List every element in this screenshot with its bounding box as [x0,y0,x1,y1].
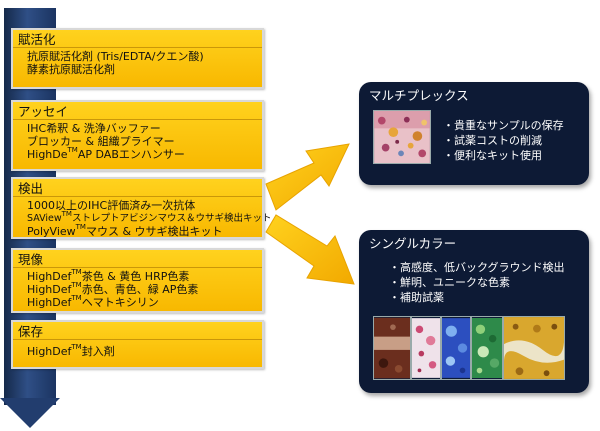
step-item: HighDeTMAP DABエンハンサー [27,146,185,161]
step-title: 検出 [13,179,262,197]
multiplex-bullet: ・貴重なサンプルの保存 [443,119,564,132]
multiplex-bullet: ・試薬コストの削減 [443,134,542,147]
single-color-bullet: ・補助試薬 [389,291,444,304]
step-assay: アッセイ IHC希釈 & 洗浄バッファー ブロッカー & 組織プライマー Hig… [11,100,264,171]
step-development: 現像 HighDefTM茶色 & 黄色 HRP色素 HighDefTM赤色、青色… [11,248,264,313]
arrow-to-single-color [265,214,355,285]
step-item: 抗原賦活化剤 (Tris/EDTA/クエン酸) [27,50,204,63]
arrow-to-multiplex [265,143,350,211]
multiplex-bullet: ・便利なキット使用 [443,149,542,162]
step-storage: 保存 HighDefTM封入剤 [11,320,264,369]
workflow-arrow-head [0,398,60,428]
step-item: SAViewTMストレプトアビジンマウス＆ウサギ検出キット [27,209,272,224]
yellow-stain-image [503,316,565,380]
step-antigen-retrieval: 賦活化 抗原賦活化剤 (Tris/EDTA/クエン酸) 酵素抗原賦活化剤 [11,28,264,89]
step-detection: 検出 1000以上のIHC評価済み一次抗体 SAViewTMストレプトアビジンマ… [11,177,272,239]
step-item: IHC希釈 & 洗浄バッファー [27,122,161,135]
step-item: HighDefTM封入剤 [27,343,115,358]
step-item: 酵素抗原賦活化剤 [27,63,115,76]
red-stain-image [411,316,441,380]
single-color-bullet: ・鮮明、ユニークな色素 [389,276,510,289]
step-item: HighDefTM茶色 & 黄色 HRP色素 [27,268,190,283]
multiplex-panel: マルチプレックス ・貴重なサンプルの保存 ・試薬コストの削減 ・便利なキット使用 [359,82,589,185]
single-color-panel: シングルカラー ・高感度、低バックグラウンド検出 ・鮮明、ユニークな色素 ・補助… [359,230,589,393]
single-color-panel-title: シングルカラー [369,236,457,251]
multiplex-panel-title: マルチプレックス [369,88,469,103]
step-item: PolyViewTMマウス & ウサギ検出キット [27,223,223,238]
step-item: HighDefTMヘマトキシリン [27,294,159,309]
green-stain-image [471,316,503,380]
step-title: アッセイ [13,102,262,120]
step-item: ブロッカー & 組織プライマー [27,135,175,148]
step-title: 保存 [13,322,262,340]
step-title: 現像 [13,250,262,268]
multiplex-stain-image [373,110,431,164]
step-item: 1000以上のIHC評価済み一次抗体 [27,199,196,212]
blue-stain-image [441,316,471,380]
single-color-bullet: ・高感度、低バックグラウンド検出 [389,261,565,274]
step-item: HighDefTM赤色、青色、緑 AP色素 [27,281,199,296]
step-title: 賦活化 [13,30,262,48]
brown-stain-image [373,316,411,380]
